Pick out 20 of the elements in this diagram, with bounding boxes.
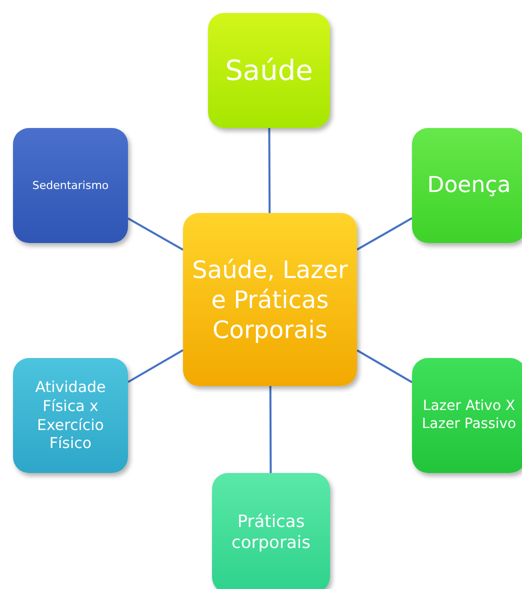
connector-line — [128, 349, 184, 383]
topic-box — [208, 13, 330, 128]
topic-label: Atividade Física x Exercício Físico — [34, 378, 107, 453]
topic-label: Práticas corporais — [230, 512, 312, 554]
connector-line — [356, 349, 412, 384]
topic-box — [212, 473, 330, 589]
topic-label: Doença — [427, 172, 511, 200]
topic-box — [412, 358, 522, 473]
topic-box — [183, 213, 357, 386]
connector-line — [356, 217, 412, 251]
topic-label: Sedentarismo — [32, 178, 109, 192]
topic-label: Lazer Ativo X Lazer Passivo — [420, 398, 518, 433]
connector-line — [128, 217, 184, 251]
topic-box — [13, 358, 128, 473]
topic-box — [13, 128, 128, 243]
connector-line — [268, 128, 271, 213]
connector-line — [269, 386, 272, 473]
topic-label: Saúde — [225, 53, 313, 88]
topic-label: Saúde, Lazer e Práticas Corporais — [191, 254, 349, 344]
topic-box — [412, 128, 522, 243]
